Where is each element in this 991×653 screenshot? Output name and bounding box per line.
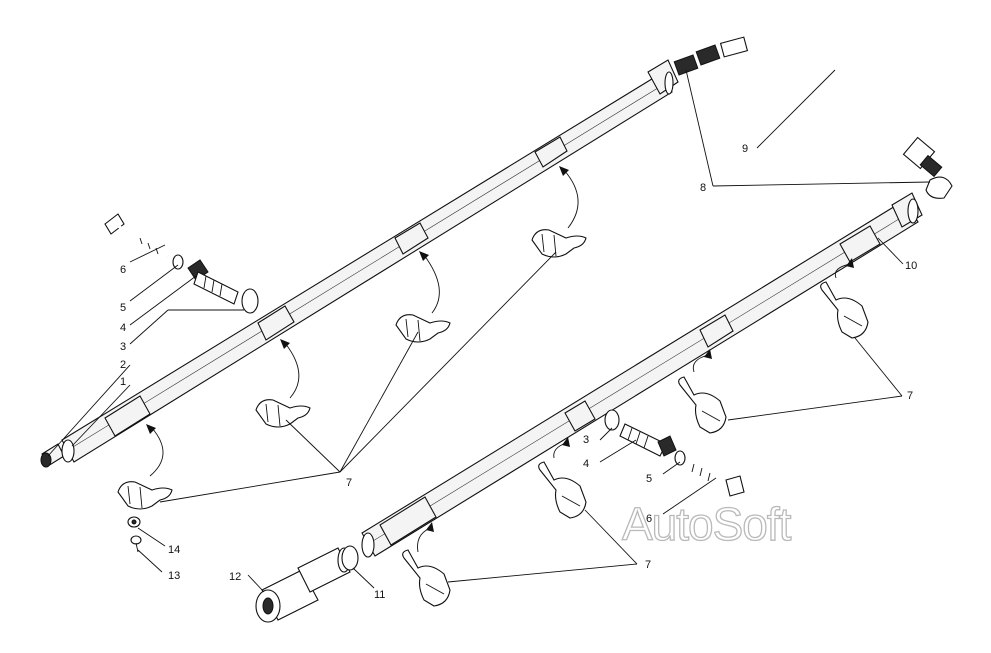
callout-6: 6 [646, 513, 652, 525]
seal-ring-3-lower [604, 409, 620, 431]
callout-12: 12 [229, 571, 241, 583]
shift-fork-upper-3 [395, 314, 451, 343]
shift-fork-lower-1 [402, 549, 451, 607]
shift-fork-lower-4 [820, 281, 869, 339]
union-4-lower [619, 423, 677, 457]
callout-5: 5 [120, 302, 126, 314]
callout-3: 3 [583, 434, 589, 446]
callout-10: 10 [905, 260, 917, 272]
assembly-arrows [146, 166, 854, 553]
lower-shaft [361, 192, 923, 558]
callout-labels: 1 2 3 4 5 6 7 8 9 10 7 3 4 5 6 7 11 12 1… [120, 143, 917, 601]
callout-7: 7 [907, 390, 913, 402]
shift-fork-upper-4 [531, 229, 587, 258]
seal-ring-3-upper [241, 288, 259, 314]
lock-washer-14 [127, 516, 141, 528]
callout-3: 3 [120, 341, 126, 353]
bolt-6-lower [685, 460, 745, 497]
watermark: AutoSoft [622, 498, 792, 550]
leader-lines [47, 69, 931, 593]
screw-13 [130, 535, 142, 553]
callout-4: 4 [120, 322, 126, 334]
shift-fork-upper-1 [117, 481, 173, 510]
callout-7: 7 [645, 559, 651, 571]
callout-1: 1 [120, 376, 126, 388]
callout-8: 8 [700, 182, 706, 194]
shift-fork-lower-3 [678, 376, 727, 434]
callout-14: 14 [168, 544, 180, 556]
bolt-6-upper [104, 213, 169, 258]
callout-5: 5 [646, 473, 652, 485]
washer-5-upper [172, 254, 184, 270]
callout-11: 11 [374, 589, 385, 601]
oil-pipe [673, 34, 953, 199]
shift-fork-lower-2 [538, 461, 587, 519]
callout-6: 6 [120, 264, 126, 276]
union-4-upper [187, 259, 239, 305]
callout-9: 9 [742, 143, 748, 155]
upper-shaft [40, 59, 679, 468]
callout-2: 2 [120, 359, 126, 371]
o-ring-11 [341, 545, 359, 571]
callout-7: 7 [346, 477, 352, 489]
callout-13: 13 [168, 570, 180, 582]
adapter-12 [255, 547, 351, 623]
shift-fork-upper-2 [255, 399, 311, 428]
callout-4: 4 [583, 458, 589, 470]
washer-5-lower [674, 450, 686, 466]
